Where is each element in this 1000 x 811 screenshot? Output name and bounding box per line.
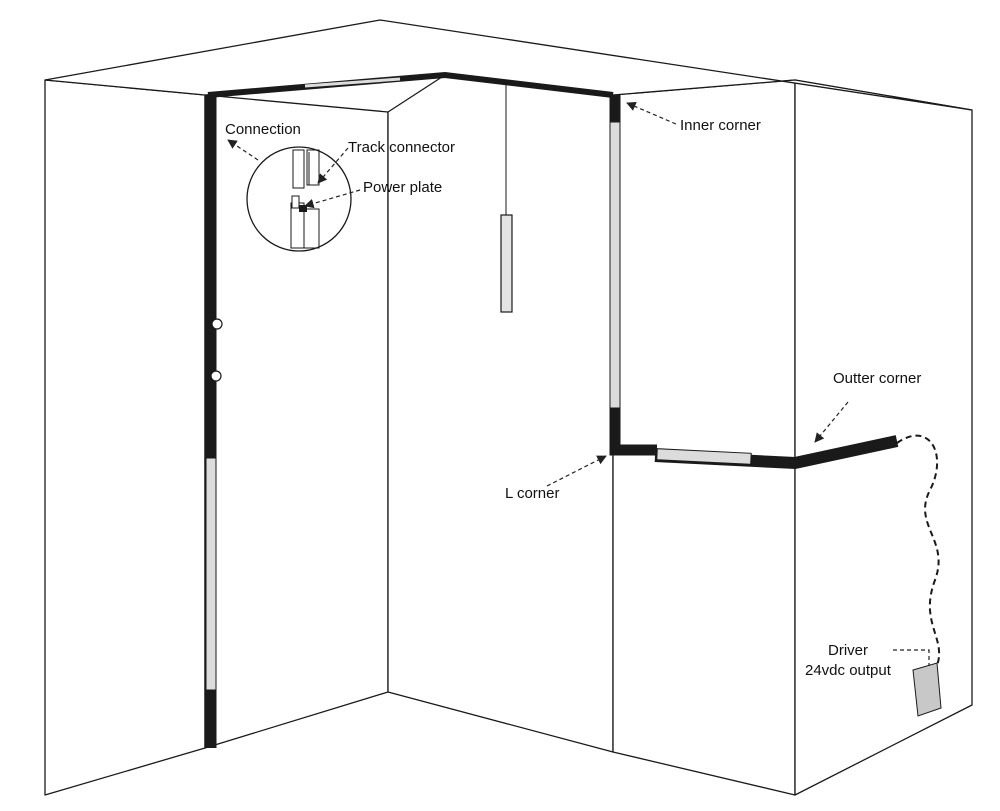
driver-pointer <box>893 649 930 666</box>
horizontal-linear-light <box>656 448 752 465</box>
driver-output-label: 24vdc output <box>805 662 892 679</box>
l-corner-label: L corner <box>505 485 559 502</box>
connection-arrow <box>227 139 259 161</box>
right-inner-wall <box>612 79 796 796</box>
driver-cable <box>896 434 941 671</box>
driver-box <box>912 662 942 717</box>
inner-corner-label: Inner corner <box>680 117 761 134</box>
pendant-light <box>500 214 513 313</box>
ceiling-track <box>207 71 614 98</box>
left-track-spot-1 <box>211 318 223 330</box>
track-connector-arrow <box>317 147 349 184</box>
driver-label: Driver <box>828 642 868 659</box>
connection-label: Connection <box>225 121 301 138</box>
power-plate-arrow <box>304 189 361 209</box>
left-linear-light <box>205 457 217 691</box>
outter-corner-arrow <box>814 401 849 443</box>
ceiling-lens <box>304 77 401 88</box>
track-connector-label: Track connector <box>348 139 455 156</box>
connection-detail-parts <box>290 149 320 249</box>
left-track-spot-2 <box>210 370 222 382</box>
left-wall <box>44 79 206 796</box>
right-linear-light <box>609 121 621 409</box>
outter-corner-label: Outter corner <box>833 370 921 387</box>
inner-corner-arrow <box>626 101 677 125</box>
right-wall <box>794 79 973 796</box>
back-wall <box>387 74 614 753</box>
power-plate-label: Power plate <box>363 179 442 196</box>
